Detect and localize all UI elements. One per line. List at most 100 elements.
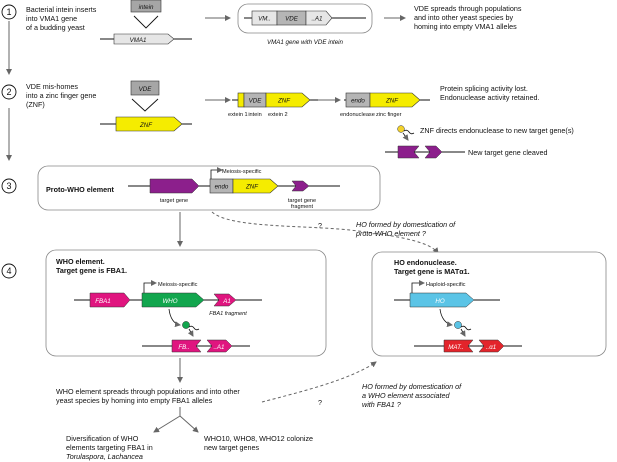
proto-meiosis-label: Meiosis-specific — [222, 169, 262, 175]
fba1-gene — [89, 292, 131, 308]
dashed-q1-mark: ? — [318, 221, 322, 230]
step-1-outcome-1: VDE spreads through populations — [414, 4, 522, 13]
step-2-number-circle — [1, 84, 17, 100]
insertion-v — [133, 15, 159, 29]
diversification-line-1: Diversification of WHO — [66, 434, 139, 443]
fb-cut-left — [171, 339, 202, 353]
spread-line-2: yeast species by homing into empty FBA1 … — [56, 396, 213, 405]
vde-insert-label: VDE — [139, 86, 153, 93]
vma1-vde-caption: VMA1 gene with VDE intein — [267, 39, 344, 46]
alpha1-cut-right — [478, 339, 505, 353]
step-1-number-circle — [1, 4, 17, 20]
dashed-q2-line-1: HO formed by domestication of — [362, 382, 462, 391]
step-2-outcome-1: Protein splicing activity lost. — [440, 84, 528, 93]
spread-line-1: WHO element spreads through populations … — [56, 387, 240, 396]
vde-insert-box — [130, 80, 160, 96]
znf-squiggle — [403, 129, 415, 135]
step-4-number-circle — [1, 263, 17, 279]
dashed-q1-line-2: proto-WHO element ? — [355, 229, 426, 238]
znf-directs-text: ZNF directs endonuclease to new target g… — [420, 126, 574, 135]
insertion-v-2 — [131, 98, 159, 112]
ho-haploid-label: Haploid-specific — [426, 282, 466, 288]
who-promoter-arrow — [143, 280, 157, 293]
extein-znf-label: ZNF — [277, 98, 291, 105]
vde-label: VDE — [285, 16, 299, 23]
extein-2-box — [265, 92, 311, 108]
ho-frame — [371, 251, 607, 357]
znf-label: ZNF — [139, 122, 153, 129]
mat-cut-left — [443, 339, 474, 353]
step-1-outcome-2: and into other yeast species by — [414, 13, 513, 22]
a1-label: ..A1 — [311, 16, 322, 23]
who-squiggle — [188, 325, 200, 331]
ho-protein-dot — [454, 321, 462, 329]
vma1-gene — [113, 33, 175, 45]
ho-label: HO — [435, 298, 444, 305]
who-label: WHO — [162, 298, 177, 305]
proto-fragment-caption-2: fragment — [291, 204, 314, 210]
cleaved-text: New target gene cleaved — [468, 148, 548, 157]
proto-who-title: Proto-WHO element — [46, 185, 114, 194]
zinc-finger-caption: zinc finger — [376, 112, 402, 118]
step-3-number-circle — [1, 178, 17, 194]
fba1-fragment-caption: FBA1 fragment — [209, 311, 247, 317]
who-gene — [141, 292, 205, 308]
ho-squiggle — [460, 325, 472, 331]
who-cut-arrow — [187, 328, 194, 337]
proto-who-frame — [37, 165, 381, 211]
dashed-arrow-3-5 — [211, 211, 439, 254]
step-2-line-1: VDE mis-homes — [26, 82, 78, 91]
diversification-line-3: Torulaspora, Lachancea — [66, 452, 143, 461]
step-3-number: 3 — [6, 181, 11, 191]
ho-gene — [409, 292, 475, 308]
step-3: 3 Proto-WHO element target gene endo ZNF… — [1, 165, 381, 211]
who-protein-dot — [182, 321, 190, 329]
extein-1-caption: extein 1 — [228, 112, 248, 118]
proto-znf-box — [232, 178, 279, 194]
dashed-arrow-4-5 — [261, 361, 377, 403]
arrow-colonize — [179, 415, 199, 433]
who-title-2: Target gene is FBA1. — [56, 266, 127, 275]
step-1-line-3: of a budding yeast — [26, 23, 85, 32]
intein-box — [130, 0, 162, 13]
fba1-fragment — [213, 293, 237, 307]
step-2-number: 2 — [6, 87, 11, 97]
vma1-label: VMA1 — [130, 37, 147, 44]
step-1-outcome-3: homing into empty VMA1 alleles — [414, 22, 517, 31]
step-1: 1 Bacterial intein inserts into VMA1 gen… — [1, 0, 522, 46]
step-1-number: 1 — [6, 7, 11, 17]
fba1-fragment-label: A1 — [222, 298, 231, 305]
ho-title-1: HO endonuclease. — [394, 258, 457, 267]
diversification-line-2: elements targeting FBA1 in — [66, 443, 153, 452]
proto-target-caption: target gene — [160, 198, 188, 204]
dashed-q1-line-1: HO formed by domestication of — [356, 220, 456, 229]
who-title-1: WHO element. — [56, 257, 105, 266]
znf-gene — [115, 116, 183, 132]
step-2-line-2: into a zinc finger gene — [26, 91, 96, 100]
step-1-line-1: Bacterial intein inserts — [26, 5, 97, 14]
step-2: 2 VDE mis-homes into a zinc finger gene … — [1, 80, 574, 159]
ho-cut-arrow — [459, 328, 466, 337]
proto-fragment-caption-1: target gene — [288, 198, 316, 204]
ho-title-2: Target gene is MATα1. — [394, 267, 470, 276]
who-expression-arrow — [168, 308, 181, 328]
intein-label: intein — [139, 4, 154, 11]
proto-target-fragment — [291, 180, 310, 192]
intein-caption: intein — [248, 112, 261, 118]
endonuclease-caption: endonuclease — [340, 112, 375, 118]
fba1-label: FBA1 — [95, 298, 110, 305]
mat-cut-label: MAT.. — [448, 344, 463, 351]
colonize-line-2: new target genes — [204, 443, 260, 452]
a1-box — [305, 10, 333, 26]
dashed-q2-line-2: a WHO element associated — [362, 391, 450, 400]
dashed-q2-mark: ? — [318, 398, 322, 407]
intein-vde-label: VDE — [249, 98, 263, 105]
vm-label: VM.. — [258, 16, 271, 23]
step-4: 4 WHO element. Target gene is FBA1. FBA1… — [1, 249, 327, 357]
arrow-diversification — [153, 407, 181, 433]
fusion-znf-box — [369, 92, 421, 108]
ho-promoter-arrow — [411, 280, 425, 293]
step-1-line-2: into VMA1 gene — [26, 14, 77, 23]
extein-1-box — [237, 92, 245, 108]
